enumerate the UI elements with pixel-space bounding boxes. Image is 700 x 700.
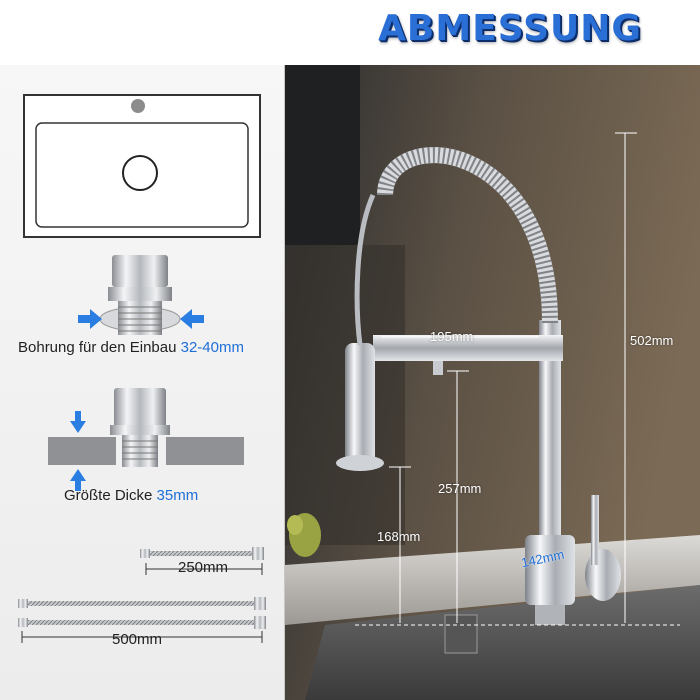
hose-long-length: 500mm xyxy=(112,631,163,648)
bore-caption-text: Bohrung für den Einbau xyxy=(18,339,177,356)
page-title: ABMESSUNG xyxy=(378,8,642,49)
faucet xyxy=(336,147,621,625)
drain-hole-icon xyxy=(122,155,158,191)
spout-height-label: 257mm xyxy=(438,481,482,496)
sink-top-view xyxy=(23,94,261,238)
sprayer-height-label: 168mm xyxy=(377,529,421,544)
thickness-caption-text: Größte Dicke xyxy=(64,487,153,504)
dimension-lines xyxy=(355,132,680,626)
hose-short-length: 250mm xyxy=(178,559,229,576)
thickness-arrow-down-icon xyxy=(70,411,86,433)
hose-500-diagram xyxy=(18,597,266,643)
tap-hole-icon xyxy=(131,99,145,113)
faucet-photo: 195mm 502mm 257mm 168mm 142mm xyxy=(285,65,700,700)
hose-250-diagram xyxy=(140,547,264,575)
bore-caption: Bohrung für den Einbau 32-40mm xyxy=(18,339,244,356)
total-height-label: 502mm xyxy=(630,333,674,348)
faucet-illustration xyxy=(285,65,700,700)
arm-length-label: 195mm xyxy=(430,329,474,344)
thickness-arrow-up-icon xyxy=(70,469,86,491)
thickness-caption: Größte Dicke 35mm xyxy=(64,487,198,504)
installation-diagrams xyxy=(18,94,266,643)
installation-info-panel: Bohrung für den Einbau 32-40mm Größte Di… xyxy=(0,65,285,700)
bore-arrow-left-icon xyxy=(78,309,102,329)
thickness-diagram xyxy=(48,388,244,491)
bore-diagram xyxy=(78,255,204,335)
bore-arrow-right-icon xyxy=(180,309,204,329)
thickness-value: 35mm xyxy=(156,487,199,504)
bore-value: 32-40mm xyxy=(180,339,244,356)
